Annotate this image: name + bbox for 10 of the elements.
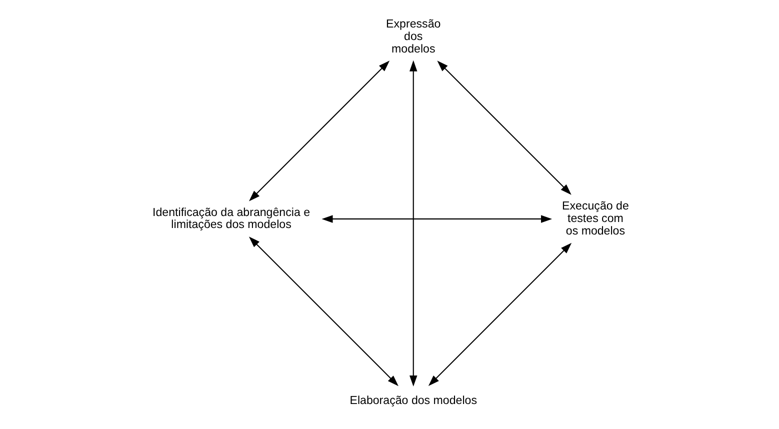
arrow: [436, 60, 571, 195]
arrow: [248, 236, 398, 386]
node-text: Expressão dos modelos: [386, 18, 440, 56]
node-text: Elaboração dos modelos: [349, 395, 477, 408]
arrow: [409, 60, 417, 387]
node-text: Execução de testes com os modelos: [562, 200, 628, 238]
arrow: [248, 60, 390, 202]
arrow: [321, 215, 552, 223]
arrow: [428, 242, 572, 386]
node-text: Identificação da abrangência e limitações dos modelos: [152, 206, 310, 232]
